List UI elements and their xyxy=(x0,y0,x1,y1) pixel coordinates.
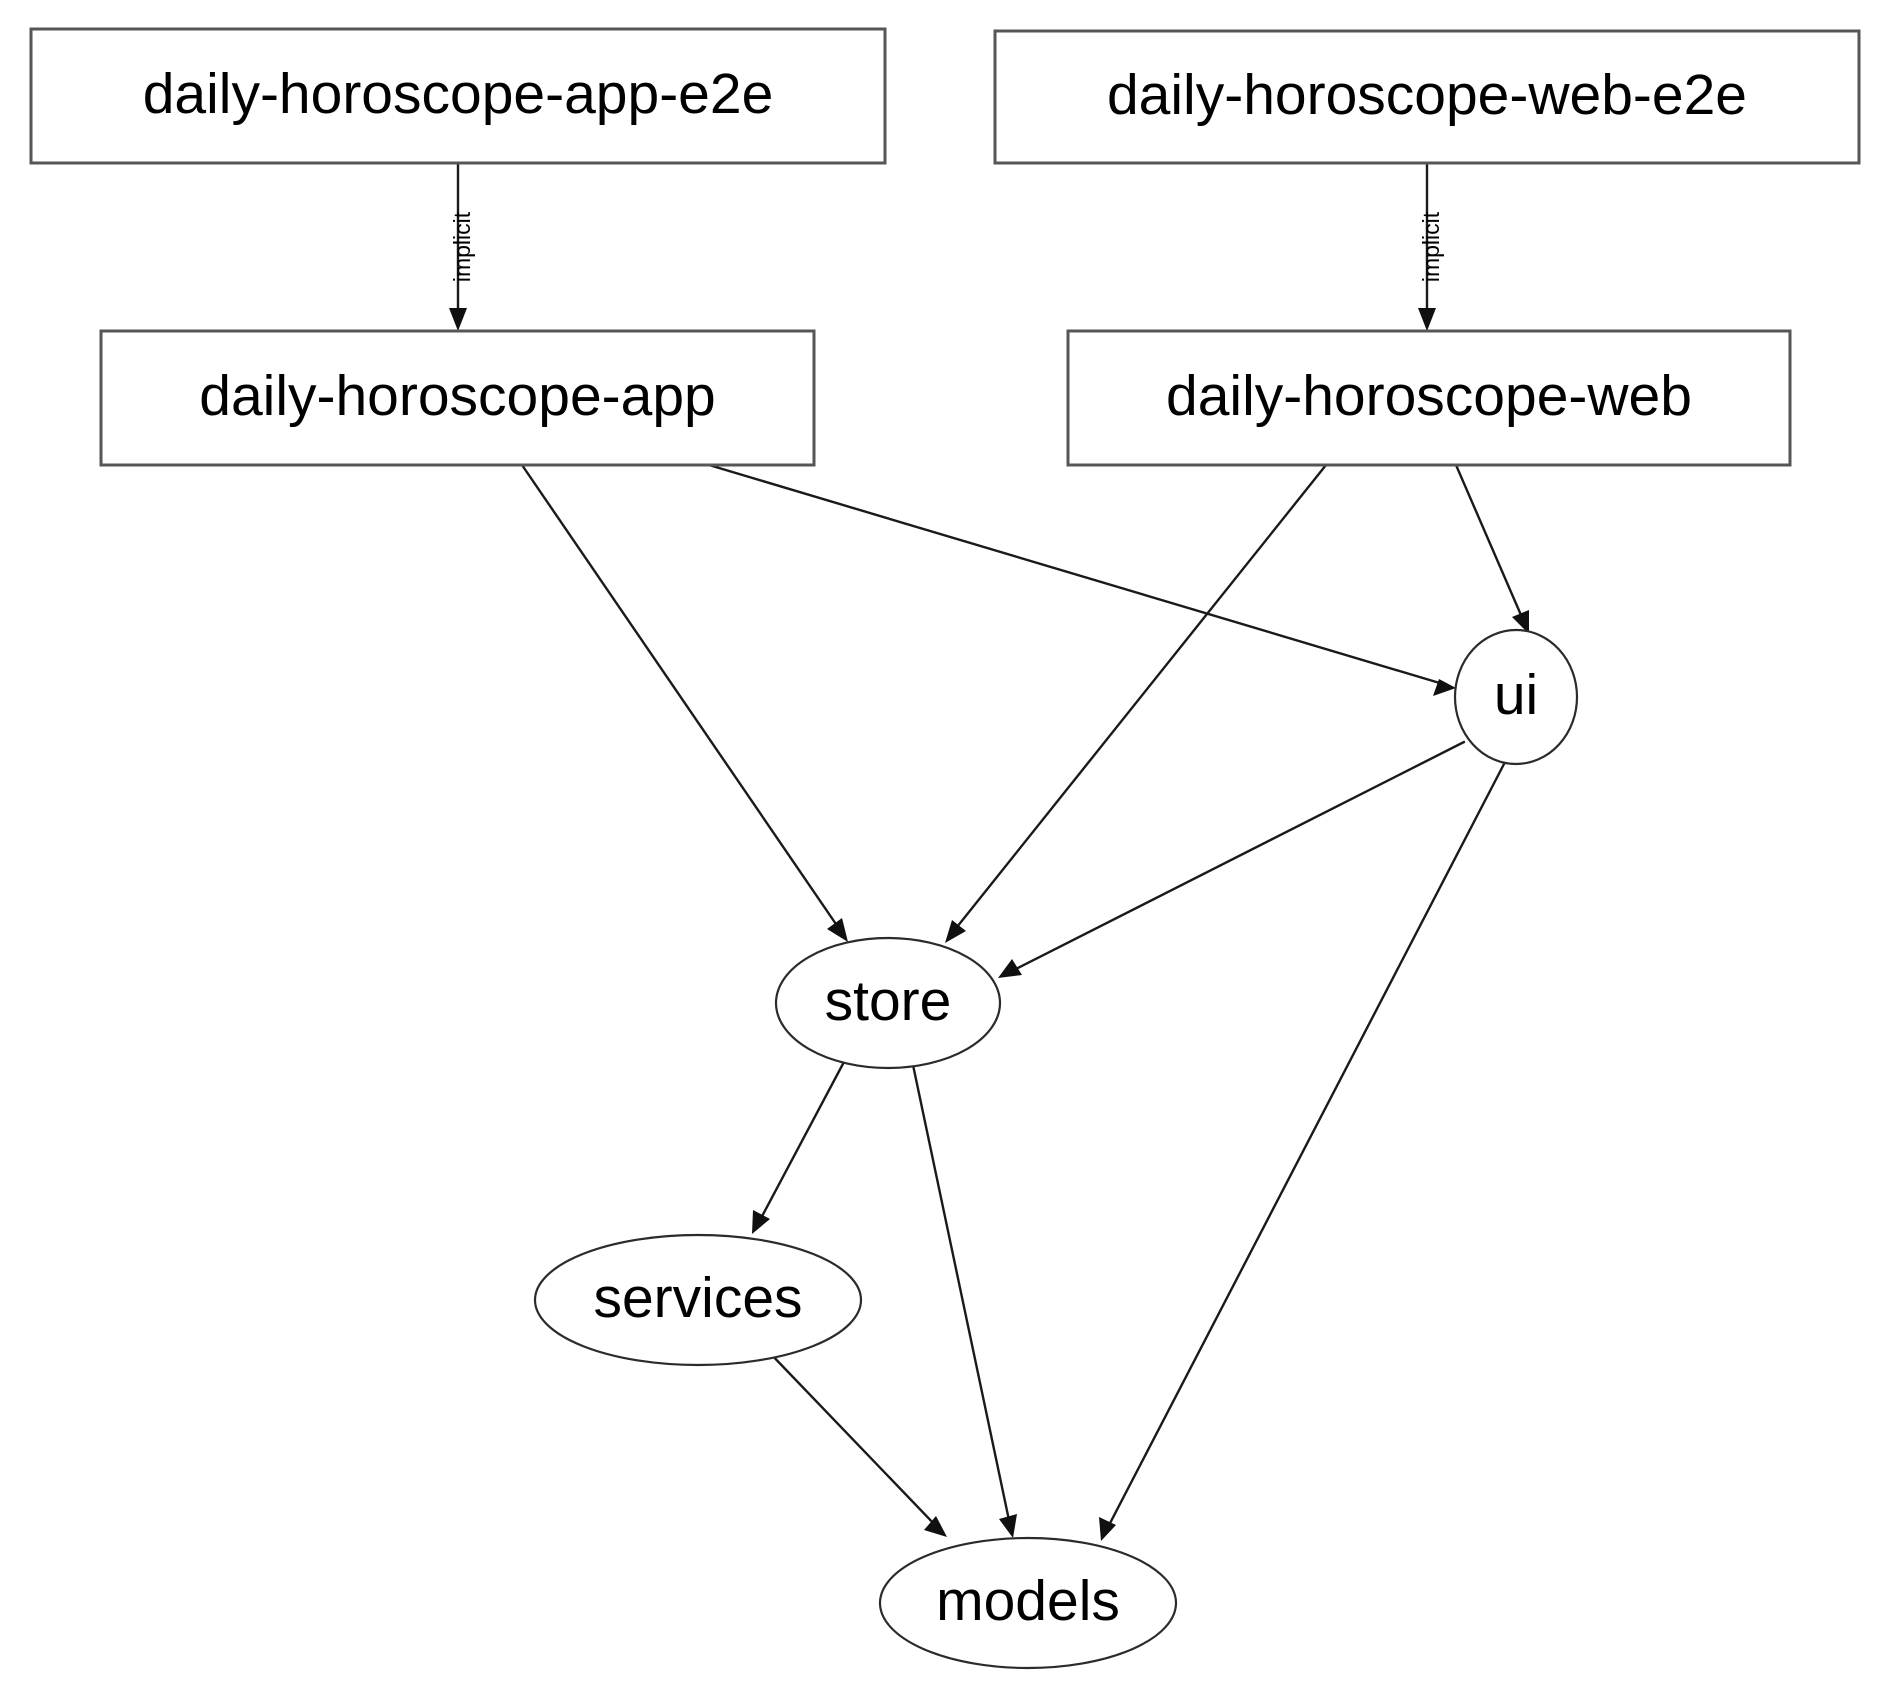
edge-line xyxy=(911,1063,1012,1527)
edge-line xyxy=(1008,740,1466,974)
edge-line xyxy=(765,1348,939,1529)
node-box-outline[interactable] xyxy=(1066,329,1792,467)
node-label: models xyxy=(936,1569,1120,1633)
edge-daily-horoscope-web-to-ui xyxy=(1454,463,1529,634)
node-label: daily-horoscope-web-e2e xyxy=(1107,63,1747,127)
edge-daily-horoscope-app-to-ui xyxy=(707,463,1456,696)
nodes-layer: daily-horoscope-app-e2e daily-horoscope-w… xyxy=(29,27,1861,1670)
arrowhead-icon xyxy=(945,920,966,943)
node-label: daily-horoscope-app xyxy=(199,364,715,428)
edge-line xyxy=(520,463,842,932)
arrowhead-icon xyxy=(449,308,467,331)
edge-line xyxy=(1105,762,1506,1531)
edge-label: implicit xyxy=(449,211,475,282)
node-ui[interactable]: ui xyxy=(1453,628,1579,766)
node-daily-horoscope-app-e2e[interactable]: daily-horoscope-app-e2e xyxy=(29,27,887,165)
arrowhead-icon xyxy=(1418,308,1436,331)
arrowhead-icon xyxy=(1099,1517,1116,1541)
node-ellipse-outline[interactable] xyxy=(1453,628,1579,766)
edge-daily-horoscope-web-to-store xyxy=(945,463,1328,943)
node-daily-horoscope-app[interactable]: daily-horoscope-app xyxy=(99,329,816,467)
edge-daily-horoscope-web-e2e-to-daily-horoscope-web: implicit xyxy=(1418,161,1444,331)
arrowhead-icon xyxy=(998,959,1022,978)
node-label: services xyxy=(593,1266,802,1330)
edge-store-to-models xyxy=(911,1063,1017,1538)
edge-line xyxy=(757,1058,847,1224)
node-label: daily-horoscope-app-e2e xyxy=(143,62,774,126)
node-ellipse-outline[interactable] xyxy=(533,1233,863,1367)
edges-layer: implicit implicit xyxy=(449,161,1529,1541)
node-box-outline[interactable] xyxy=(99,329,816,467)
arrowhead-icon xyxy=(1512,610,1529,634)
arrowhead-icon xyxy=(1433,679,1456,696)
edge-line xyxy=(707,463,1445,686)
arrowhead-icon xyxy=(924,1516,947,1537)
node-ellipse-outline[interactable] xyxy=(774,936,1002,1070)
node-ellipse-outline[interactable] xyxy=(878,1536,1178,1670)
node-store[interactable]: store xyxy=(774,936,1002,1070)
node-models[interactable]: models xyxy=(878,1536,1178,1670)
node-daily-horoscope-web[interactable]: daily-horoscope-web xyxy=(1066,329,1792,467)
node-label: store xyxy=(825,969,952,1033)
edge-label: implicit xyxy=(1418,211,1444,282)
node-box-outline[interactable] xyxy=(29,27,887,165)
edge-store-to-services xyxy=(752,1058,847,1234)
node-label: daily-horoscope-web xyxy=(1166,364,1692,428)
edge-ui-to-models xyxy=(1099,762,1506,1541)
arrowhead-icon xyxy=(752,1210,770,1234)
node-label: ui xyxy=(1494,663,1538,727)
node-daily-horoscope-web-e2e[interactable]: daily-horoscope-web-e2e xyxy=(993,29,1861,165)
edge-daily-horoscope-app-e2e-to-daily-horoscope-app: implicit xyxy=(449,161,475,331)
edge-services-to-models xyxy=(765,1348,947,1537)
edge-ui-to-store xyxy=(998,740,1466,978)
edge-line xyxy=(1454,463,1526,624)
arrowhead-icon xyxy=(999,1514,1017,1538)
node-services[interactable]: services xyxy=(533,1233,863,1367)
edge-daily-horoscope-app-to-store xyxy=(520,463,848,942)
edge-line xyxy=(951,463,1328,934)
arrowhead-icon xyxy=(827,918,848,942)
node-box-outline[interactable] xyxy=(993,29,1861,165)
